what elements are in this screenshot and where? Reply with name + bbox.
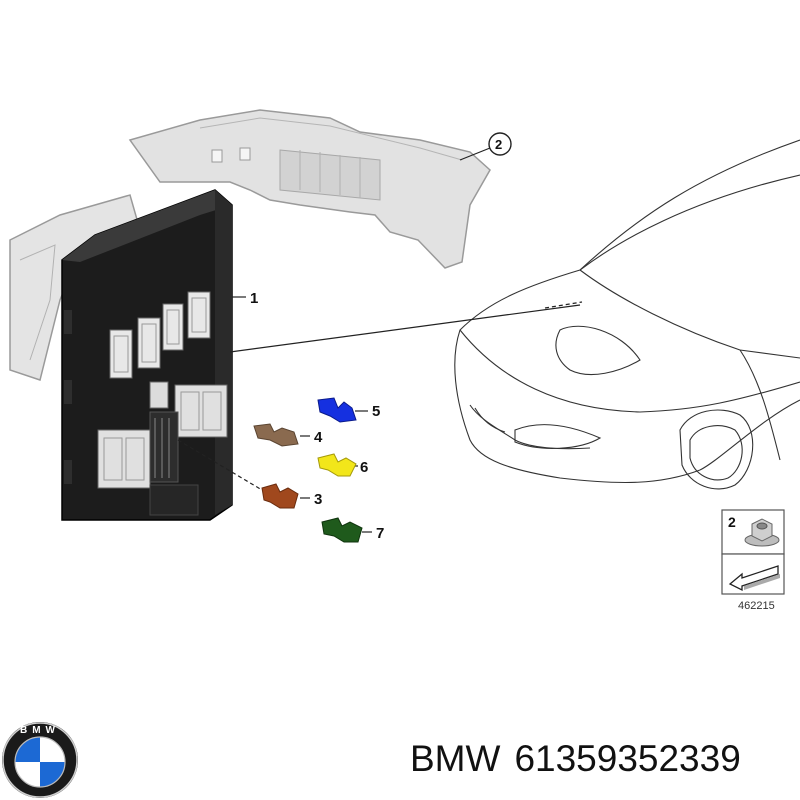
callout-4: 4 [314, 429, 323, 446]
fuse-6-icon [317, 453, 357, 477]
control-module-icon [61, 189, 233, 521]
part-number: 61359352339 [514, 738, 741, 779]
callout-6: 6 [360, 459, 368, 476]
fuse-4-icon [253, 423, 299, 447]
car-outline-icon [454, 139, 800, 490]
fuse-3-icon [261, 483, 299, 509]
legend-box: 2 462215 [721, 509, 785, 612]
callout-7: 7 [376, 525, 384, 542]
callout-2-circle [488, 132, 512, 156]
callout-2: 2 [495, 137, 502, 152]
direction-arrow-icon [728, 565, 780, 592]
callout-3: 3 [314, 491, 322, 508]
legend-item-number: 2 [728, 514, 736, 530]
callout-1: 1 [250, 290, 258, 307]
logo-letters: BMW [20, 725, 60, 736]
fuse-5-icon [317, 397, 357, 423]
legend-reference: 462215 [738, 600, 775, 612]
part-label: BMW 61359352339 [410, 738, 755, 780]
callout-5: 5 [372, 403, 380, 420]
fuse-7-icon [321, 517, 363, 543]
bmw-roundel-logo: BMW [2, 722, 78, 798]
brand-name: BMW [410, 738, 501, 779]
mounting-bracket [9, 109, 491, 381]
hex-nut-icon [744, 518, 780, 547]
